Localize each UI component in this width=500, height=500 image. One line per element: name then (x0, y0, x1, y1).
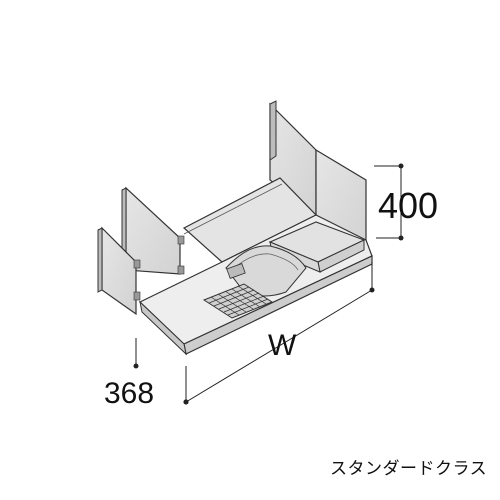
depth-value: 368 (104, 377, 154, 410)
caption-standard-class: スタンダードクラス (330, 459, 488, 479)
left-front-door (97, 226, 141, 316)
drain-grid (202, 283, 274, 319)
width-label: W (268, 329, 297, 362)
height-dimension: 400 (374, 163, 438, 241)
height-value: 400 (378, 185, 438, 226)
width-dimension: W (183, 262, 375, 405)
depth-dimension: 368 (104, 338, 189, 410)
